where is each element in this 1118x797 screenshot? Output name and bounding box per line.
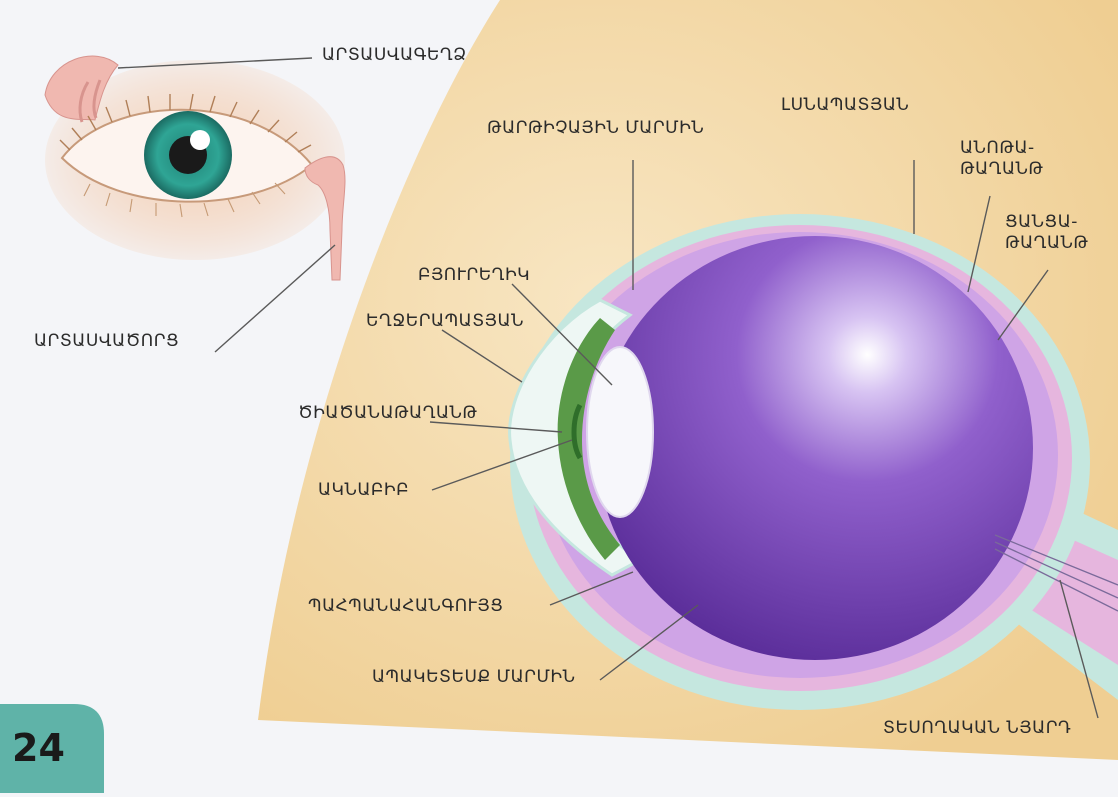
page-number: 24 (12, 726, 65, 770)
label-cornea: ԵՂՋԵՐԱՊԱՏՅԱՆ (366, 311, 524, 332)
label-pupil: ԱԿՆԱԲԻԲ (318, 480, 409, 501)
lens-shape (587, 347, 653, 517)
label-choroid: ԱՆՈԹԱ- ԹԱՂԱՆԹ (960, 138, 1043, 180)
label-sclera-top: ԼՍՆԱՊԱՏՅԱՆ (781, 95, 909, 116)
label-ciliary-muscle: ՊԱՀՊԱՆԱՀԱՆԳՈՒՅՑ (308, 596, 503, 617)
label-optic-nerve: ՏԵՍՈՂԱԿԱՆ ՆՅԱՐԴ (883, 718, 1071, 739)
vitreous-ball (597, 236, 1033, 660)
label-retina: ՑԱՆՑԱ- ԹԱՂԱՆԹ (1005, 212, 1088, 254)
label-lacrimal-duct: ԱՐՏԱՍՎԱԾՈՐՑ (34, 331, 179, 352)
label-aqueous-body: ԱՊԱԿԵՏԵՍՔ ՄԱՐՄԻՆ (372, 667, 576, 688)
label-vitreous-body: ԹԱՐԹԻՉԱՅԻՆ ՄԱՐՄԻՆ (487, 118, 704, 139)
label-iris: ԾԻԱԾԱՆԱԹԱՂԱՆԹ (298, 403, 478, 424)
label-lacrimal-gland: ԱՐՏԱՍՎԱԳԵՂՁ (322, 45, 467, 66)
label-lens: ԲՅՈՒՐԵՂԻԿ (418, 265, 530, 286)
